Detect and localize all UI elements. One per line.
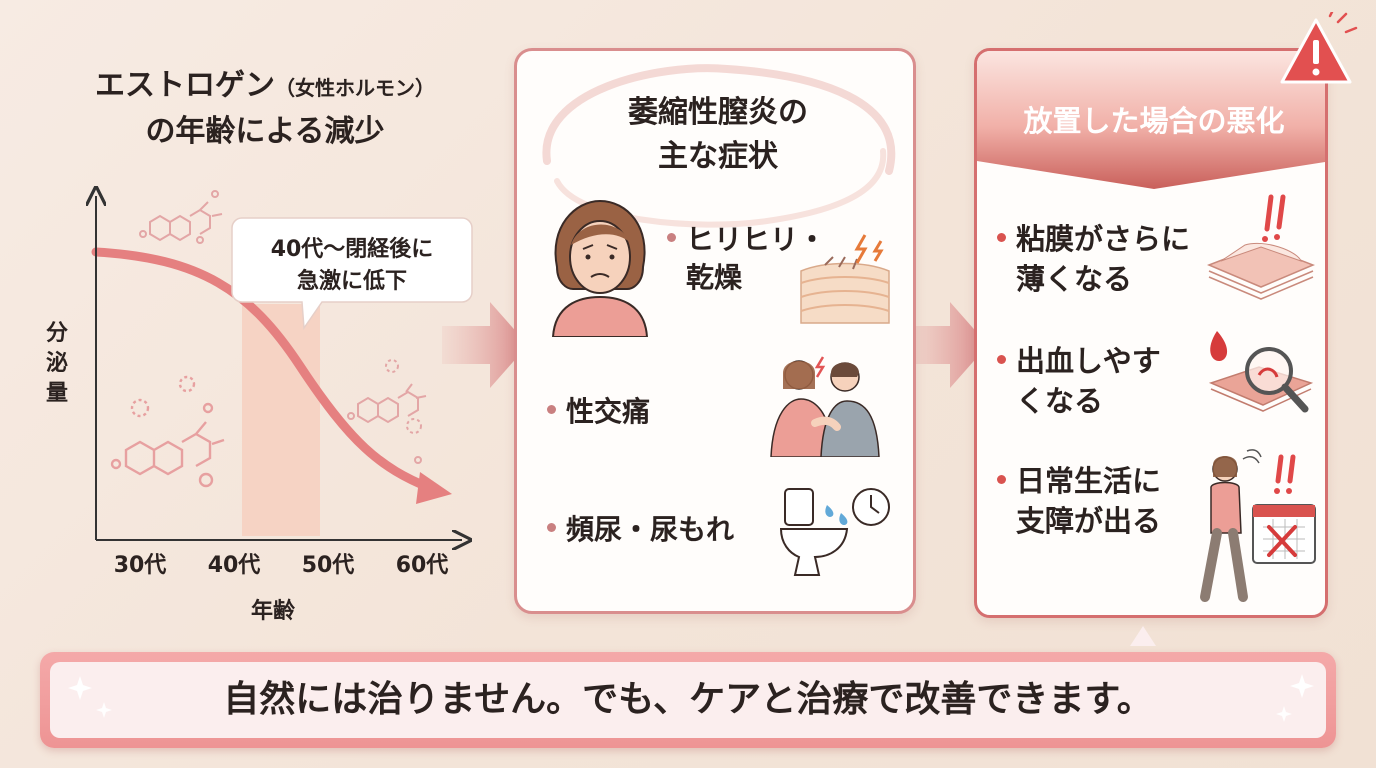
flow-arrow-icon	[442, 302, 528, 388]
callout-line-1: 40代〜閉経後に	[271, 236, 434, 262]
worsening-label: 薄くなる	[1016, 262, 1133, 296]
worsening-item-bleeding: 出血しやす くなる	[997, 341, 1161, 421]
conclusion-text: 自然には治りません。でも、ケアと治療で改善できます。	[223, 679, 1153, 720]
symptoms-title: 萎縮性膣炎の 主な症状	[517, 91, 913, 179]
molecule-icon	[139, 190, 223, 244]
callout-line-2: 急激に低下	[297, 268, 407, 294]
x-tick-label: 40代	[208, 553, 261, 578]
symptom-item-pain: 性交痛	[547, 393, 650, 431]
chart-title-line2: の年齢による減少	[145, 114, 385, 149]
couple-pain-icon	[770, 356, 880, 457]
toilet-clock-icon	[779, 488, 890, 576]
worsening-label: くなる	[1016, 384, 1104, 418]
symptoms-panel: 萎縮性膣炎の 主な症状 ヒリヒリ・ 乾燥 性交痛 頻尿・尿もれ	[514, 48, 916, 614]
worsening-item-daily-life: 日常生活に 支障が出る	[997, 461, 1161, 541]
sparkle-icon	[68, 676, 112, 718]
worsening-label: 粘膜がさらに	[1016, 222, 1191, 256]
chart-title-sub: （女性ホルモン）	[275, 76, 435, 100]
sparkle-icon	[1276, 674, 1314, 722]
symptom-item-urination: 頻尿・尿もれ	[547, 511, 734, 549]
y-axis-label: 分 泌 量	[46, 321, 76, 406]
estrogen-curve	[91, 247, 435, 493]
worsening-header	[977, 51, 1325, 189]
symptom-item-dryness: ヒリヒリ・ 乾燥	[667, 221, 826, 297]
worsening-label: 支障が出る	[1016, 504, 1162, 538]
symptom-label: 性交痛	[566, 395, 651, 428]
flow-arrow-icon	[902, 302, 988, 388]
worsening-item-thin: 粘膜がさらに 薄くなる	[997, 219, 1190, 299]
molecule-icon	[110, 375, 225, 488]
molecule-icon	[347, 359, 427, 464]
symptoms-title-line-1: 萎縮性膣炎の	[628, 95, 808, 130]
thin-membrane-icon	[1206, 194, 1316, 300]
x-tick-label: 50代	[302, 553, 355, 578]
worsening-label: 出血しやす	[1016, 344, 1161, 378]
worried-woman-icon	[551, 199, 649, 337]
dry-skin-icon	[800, 234, 890, 324]
chart-title-main: エストロゲン	[95, 68, 275, 103]
x-tick-label: 60代	[396, 553, 449, 578]
worsening-label: 日常生活に	[1016, 464, 1162, 498]
x-axis-label: 年齢	[251, 598, 296, 624]
x-tick-label: 30代	[114, 553, 167, 578]
symptoms-title-line-2: 主な症状	[658, 139, 778, 174]
callout-bubble: 40代〜閉経後に 急激に低下	[231, 217, 473, 331]
estrogen-chart: 分 泌 量 30代 40代 50代 60代 年齢 40代〜閉経後に 急激に低下	[46, 170, 473, 624]
symptom-label: 頻尿・尿もれ	[566, 513, 735, 546]
symptom-label: 乾燥	[686, 261, 743, 294]
warning-triangle-icon	[1280, 12, 1358, 84]
worsening-title: 放置した場合の悪化	[1023, 104, 1285, 138]
pointer-triangle-icon	[1130, 626, 1156, 646]
bleeding-magnifier-icon	[1208, 331, 1314, 413]
symptom-label: ヒリヒリ・	[686, 223, 827, 256]
x-tick-labels: 30代 40代 50代 60代	[114, 553, 449, 578]
walking-calendar-icon	[1200, 449, 1316, 602]
conclusion-banner: 自然には治りません。でも、ケアと治療で改善できます。	[40, 652, 1336, 748]
conclusion-banner-inner: 自然には治りません。でも、ケアと治療で改善できます。	[50, 662, 1326, 738]
chart-title: エストロゲン（女性ホルモン） の年齢による減少	[30, 64, 500, 154]
curve-arrowhead	[416, 472, 452, 504]
worsening-panel: 放置した場合の悪化 粘膜がさらに 薄くなる 出血しやす くなる 日常生活に 支障…	[974, 48, 1328, 618]
